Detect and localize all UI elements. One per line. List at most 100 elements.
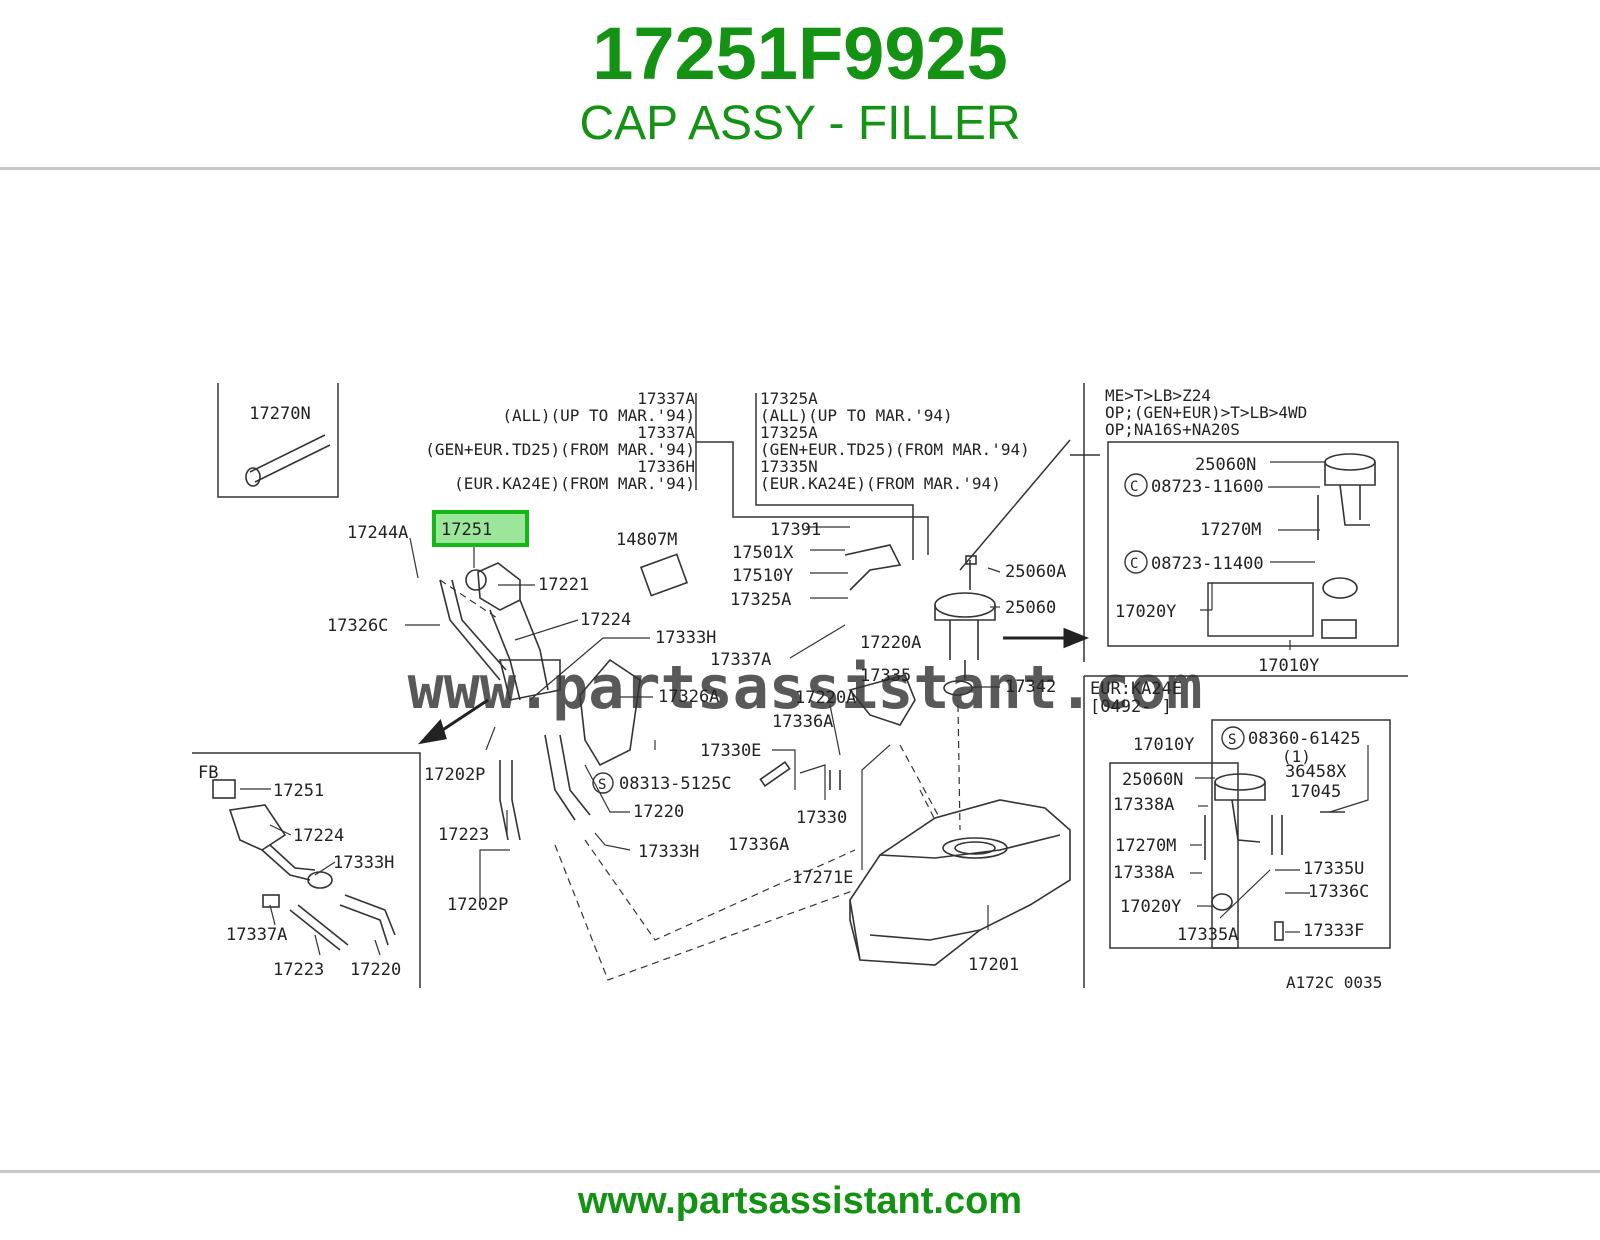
right-bottom-inset-drawing [1204,773,1345,941]
label-25060: 25060 [1005,598,1056,618]
label-17333H-a: 17333H [655,628,716,648]
label-17510Y: 17510Y [732,566,793,586]
label-17335: 17335 [860,666,911,686]
right-top-inset-drawing [1317,453,1376,639]
rb-title-2: [0492- ] [1090,697,1172,717]
label-17220A-b: 17220A [795,688,856,708]
part-name-subtitle: CAP ASSY - FILLER [579,97,1021,150]
rb-label-17045: 17045 [1290,782,1341,802]
inset-box-right-bottom-2 [1211,719,1391,949]
label-17202P-a: 17202P [424,765,485,785]
fuel-sender-drawing [934,555,996,696]
label-17330E: 17330E [700,741,761,761]
drawing-code: A172C 0035 [1286,973,1382,992]
label-17336A-a: 17336A [772,712,833,732]
rb-label-17338A-a: 17338A [1113,795,1174,815]
direction-arrows [417,627,1090,745]
leader-notes-mid [755,393,914,560]
part-number-title: 17251F9925 [592,12,1008,95]
label-17220A-a: 17220A [860,633,921,653]
rb-label-17010Y: 17010Y [1133,735,1194,755]
s-marker-08313: S [598,777,606,793]
footer-url-link[interactable]: www.partsassistant.com [577,1180,1023,1222]
note-mid-3: 17325A [760,423,818,442]
leader-notes-left [695,393,929,555]
rt-label-17270M: 17270M [1200,520,1261,540]
fb-label-17224: 17224 [293,826,344,846]
filler-neck-drawing [245,434,916,841]
label-17333H-b: 17333H [638,842,699,862]
note-left-3: 17337A [637,423,695,442]
c-marker-11400: C [1130,556,1138,572]
header-divider [0,167,1600,170]
fb-label-17251: 17251 [273,781,324,801]
rb-label-17338A-b: 17338A [1113,863,1174,883]
fb-label-17220: 17220 [350,960,401,980]
fb-inset-title: FB [198,763,218,783]
rb-label-08360-61425: 08360-61425 [1248,729,1361,749]
label-17221: 17221 [538,575,589,595]
footer-divider [0,1170,1600,1173]
label-17244A: 17244A [347,523,408,543]
fb-inset-drawing [212,779,396,951]
highlighted-part-box[interactable] [432,510,529,547]
note-left-6: (EUR.KA24E)(FROM MAR.'94) [454,474,695,493]
c-circle-11400 [1124,550,1148,574]
label-17224: 17224 [580,610,631,630]
label-17220: 17220 [633,802,684,822]
rt-label-17010Y: 17010Y [1258,656,1319,676]
note-mid-5: 17335N [760,457,818,476]
inset-box-fb [192,752,421,988]
rb-label-qty: (1) [1282,747,1311,766]
label-17202P-b: 17202P [447,895,508,915]
label-17336A-b: 17336A [728,835,789,855]
label-17326A: 17326A [658,687,719,707]
label-17330: 17330 [796,808,847,828]
rb-label-17020Y: 17020Y [1120,897,1181,917]
fb-label-17333H: 17333H [333,853,394,873]
watermark-text: www.partsassistant.com [408,653,1203,723]
label-17201: 17201 [968,955,1019,975]
dashed-guide-lines [439,579,961,981]
fuel-tank-drawing [849,799,1071,966]
inset-box-right-top [1107,441,1399,647]
note-right-3: OP;NA16S+NA20S [1105,420,1240,439]
rb-label-17336C: 17336C [1308,882,1369,902]
note-left-4: (GEN+EUR.TD25)(FROM MAR.'94) [425,440,695,459]
note-right-2: OP;(GEN+EUR)>T>LB>4WD [1105,403,1307,422]
label-17223: 17223 [438,825,489,845]
label-17326C: 17326C [327,616,388,636]
note-left-1: 17337A [637,389,695,408]
c-circle-11600 [1124,473,1148,497]
rt-label-08723-11400: 08723-11400 [1151,554,1264,574]
leader-notes-mid-2 [959,439,1100,571]
note-mid-4: (GEN+EUR.TD25)(FROM MAR.'94) [760,440,1030,459]
rb-label-17333F: 17333F [1303,921,1364,941]
rb-label-17335A: 17335A [1177,925,1238,945]
rb-label-17335U: 17335U [1303,859,1364,879]
page-header: 17251F9925 CAP ASSY - FILLER [0,0,1600,168]
fb-label-17223: 17223 [273,960,324,980]
s-marker-08360: S [1228,732,1236,748]
label-25060A: 25060A [1005,562,1066,582]
label-17270N: 17270N [249,404,310,424]
rt-label-25060N: 25060N [1195,455,1256,475]
leader-lines [240,461,1369,956]
rb-label-36458X: 36458X [1285,762,1347,782]
rt-label-08723-11600: 08723-11600 [1151,477,1264,497]
label-17342: 17342 [1005,677,1056,697]
c-marker-11600: C [1130,479,1138,495]
inset-box-top-left [217,383,339,498]
note-mid-6: (EUR.KA24E)(FROM MAR.'94) [760,474,1001,493]
rt-label-17020Y: 17020Y [1115,602,1176,622]
rb-label-25060N: 25060N [1122,770,1183,790]
note-mid-2: (ALL)(UP TO MAR.'94) [760,406,953,425]
s-circle-08313 [592,772,614,794]
rb-label-17270M: 17270M [1115,836,1176,856]
label-17325A: 17325A [730,590,791,610]
s-circle-08360 [1221,726,1245,750]
label-17391: 17391 [770,520,821,540]
label-17501X: 17501X [732,543,794,563]
label-17251-highlighted[interactable]: 17251 [441,520,492,540]
